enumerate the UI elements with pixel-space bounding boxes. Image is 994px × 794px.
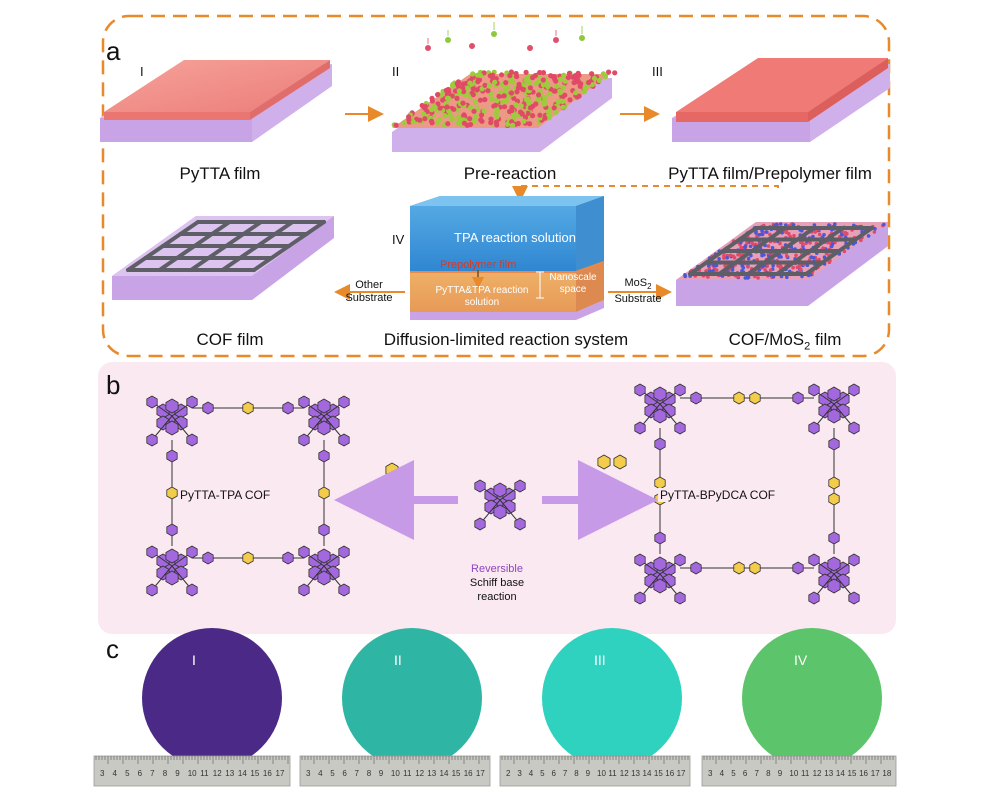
wafer-i-label: I: [192, 652, 196, 668]
svg-text:11: 11: [403, 769, 412, 778]
prepolymer-film-label: Prepolymer film: [440, 259, 517, 271]
panel-b-graphics: [146, 383, 860, 605]
svg-text:12: 12: [213, 769, 222, 778]
svg-text:12: 12: [620, 769, 629, 778]
svg-text:2: 2: [506, 769, 511, 778]
caption-cof-film: COF film: [196, 330, 264, 349]
svg-text:6: 6: [552, 769, 557, 778]
svg-text:3: 3: [306, 769, 311, 778]
svg-text:8: 8: [367, 769, 372, 778]
falling-drops: [425, 22, 585, 51]
svg-text:17: 17: [276, 769, 285, 778]
svg-text:15: 15: [654, 769, 663, 778]
wafer-iii-label: III: [594, 652, 606, 668]
svg-text:13: 13: [824, 769, 833, 778]
mos2-substrate-label: MoS2 Substrate: [614, 277, 662, 306]
caption-pytta-film: PyTTA film: [179, 164, 261, 183]
svg-text:9: 9: [175, 769, 180, 778]
step-iii-label: III: [652, 64, 663, 79]
step-iv-label: IV: [392, 232, 405, 247]
svg-text:9: 9: [379, 769, 384, 778]
svg-text:4: 4: [318, 769, 323, 778]
svg-text:16: 16: [859, 769, 868, 778]
svg-text:11: 11: [200, 769, 209, 778]
svg-text:10: 10: [597, 769, 606, 778]
svg-text:15: 15: [250, 769, 259, 778]
prepolymer-film-slab: [672, 58, 890, 142]
svg-text:8: 8: [574, 769, 579, 778]
svg-text:4: 4: [720, 769, 725, 778]
panel-a-graphics: [100, 14, 891, 358]
svg-text:18: 18: [882, 769, 891, 778]
pre-reaction-slab: [391, 22, 618, 152]
arrow-iii-iv: [512, 185, 779, 202]
svg-text:11: 11: [801, 769, 810, 778]
wafer-iv-label: IV: [794, 652, 808, 668]
schiff-base-caption: Reversible Schiff base reaction: [469, 563, 525, 603]
svg-text:14: 14: [238, 769, 247, 778]
svg-text:14: 14: [643, 769, 652, 778]
svg-text:6: 6: [743, 769, 748, 778]
svg-text:13: 13: [225, 769, 234, 778]
svg-text:3: 3: [708, 769, 713, 778]
svg-text:13: 13: [631, 769, 640, 778]
panel-c-label: c: [106, 634, 119, 664]
svg-text:10: 10: [391, 769, 400, 778]
panel-a-label: a: [106, 36, 121, 66]
svg-text:7: 7: [755, 769, 760, 778]
svg-text:15: 15: [452, 769, 461, 778]
svg-text:16: 16: [464, 769, 473, 778]
step-ii-label: II: [392, 64, 400, 79]
pytta-film-slab: [100, 60, 332, 142]
svg-text:16: 16: [263, 769, 272, 778]
svg-text:7: 7: [150, 769, 155, 778]
svg-text:14: 14: [836, 769, 845, 778]
caption-pre-reaction: Pre-reaction: [463, 164, 557, 183]
step-i-label: I: [140, 64, 144, 79]
svg-text:7: 7: [563, 769, 568, 778]
svg-text:6: 6: [138, 769, 143, 778]
svg-text:16: 16: [665, 769, 674, 778]
svg-text:5: 5: [731, 769, 736, 778]
caption-diffusion-system: Diffusion-limited reaction system: [383, 330, 629, 349]
svg-text:17: 17: [677, 769, 686, 778]
caption-prepolymer-film: PyTTA film/Prepolymer film: [668, 164, 872, 183]
panel-b-label: b: [106, 370, 121, 400]
svg-text:4: 4: [529, 769, 534, 778]
tpa-solution-label: TPA reaction solution: [454, 230, 576, 245]
svg-text:9: 9: [778, 769, 783, 778]
tpa-cof-label: PyTTA-TPA COF: [178, 488, 273, 502]
cof-mos2-slab: [676, 222, 888, 306]
svg-text:8: 8: [766, 769, 771, 778]
svg-text:15: 15: [848, 769, 857, 778]
svg-text:6: 6: [342, 769, 347, 778]
svg-text:5: 5: [125, 769, 130, 778]
svg-text:7: 7: [355, 769, 360, 778]
svg-text:13: 13: [427, 769, 436, 778]
wafer-ii-label: II: [394, 652, 402, 668]
svg-text:11: 11: [608, 769, 617, 778]
svg-text:4: 4: [113, 769, 118, 778]
svg-text:17: 17: [871, 769, 880, 778]
svg-text:5: 5: [540, 769, 545, 778]
svg-text:14: 14: [440, 769, 449, 778]
svg-text:10: 10: [789, 769, 798, 778]
caption-cof-mos2: COF/MoS2 film: [728, 330, 842, 353]
cof-film-slab: [112, 216, 334, 300]
svg-text:12: 12: [415, 769, 424, 778]
svg-text:17: 17: [476, 769, 485, 778]
svg-text:8: 8: [163, 769, 168, 778]
svg-text:9: 9: [586, 769, 591, 778]
svg-text:3: 3: [100, 769, 105, 778]
bpydca-cof-label: PyTTA-BPyDCA COF: [658, 488, 778, 502]
svg-text:3: 3: [517, 769, 522, 778]
svg-text:10: 10: [188, 769, 197, 778]
svg-text:5: 5: [330, 769, 335, 778]
reaction-system-box: [410, 196, 605, 320]
svg-text:12: 12: [813, 769, 822, 778]
